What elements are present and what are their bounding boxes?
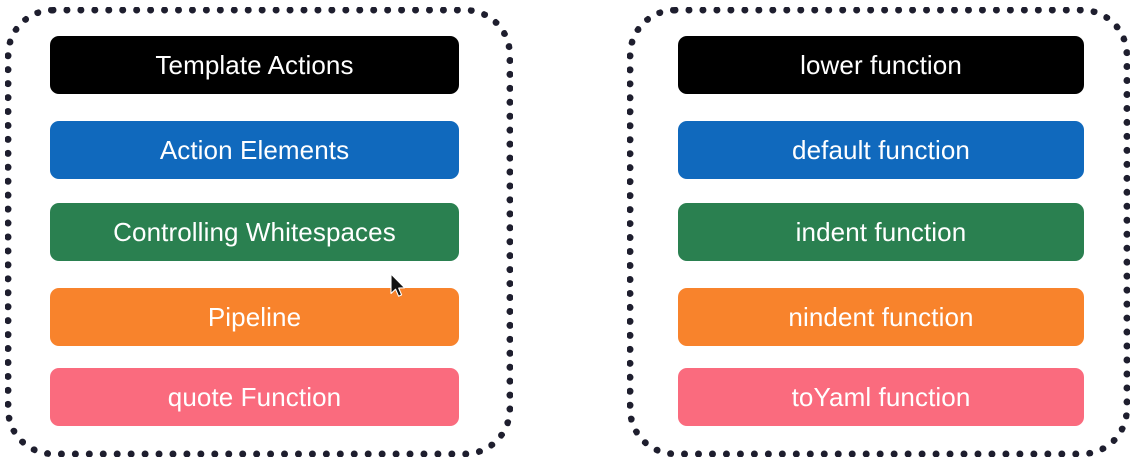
pill-template-actions[interactable]: Template Actions (50, 36, 459, 94)
pill-indent-function[interactable]: indent function (678, 203, 1084, 261)
pill-controlling-whitespaces[interactable]: Controlling Whitespaces (50, 203, 459, 261)
template-actions-group-panel (5, 7, 513, 457)
pill-toyaml-function[interactable]: toYaml function (678, 368, 1084, 426)
pill-action-elements[interactable]: Action Elements (50, 121, 459, 179)
pill-default-function[interactable]: default function (678, 121, 1084, 179)
pill-pipeline[interactable]: Pipeline (50, 288, 459, 346)
functions-group-panel (627, 7, 1130, 457)
pill-nindent-function[interactable]: nindent function (678, 288, 1084, 346)
pill-lower-function[interactable]: lower function (678, 36, 1084, 94)
pill-quote-function[interactable]: quote Function (50, 368, 459, 426)
